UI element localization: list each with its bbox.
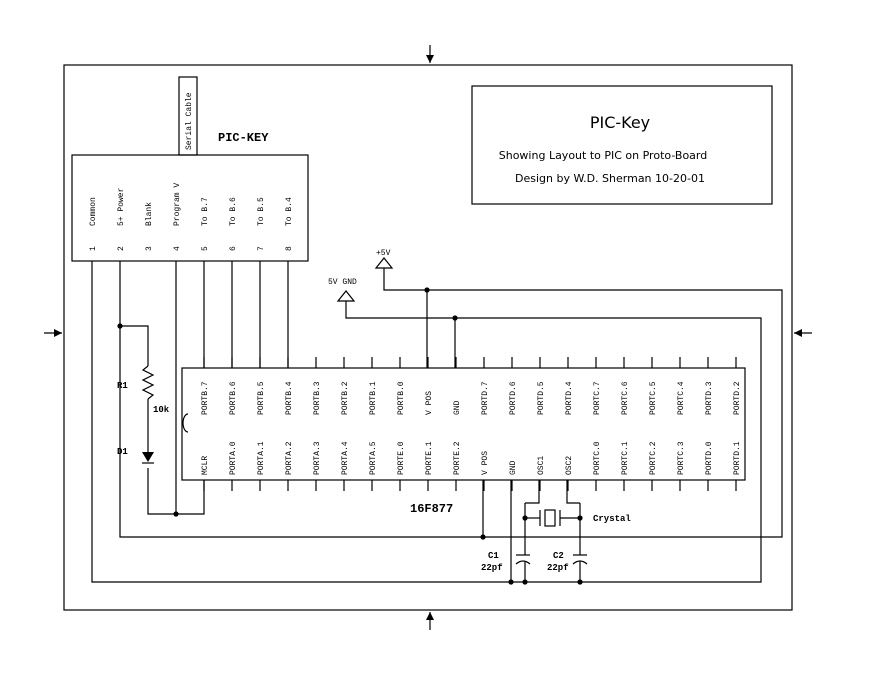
chip-bottom-pin-label: OSC2: [565, 456, 574, 475]
chip-top-pin-label: PORTB.3: [313, 381, 322, 415]
chip-top-pin-label: PORTC.7: [593, 381, 602, 415]
r1-label: R1: [117, 381, 128, 391]
r1-value: 10k: [153, 405, 170, 415]
chip-bottom-pin-label: PORTA.3: [313, 441, 322, 475]
chip-top-pin-label: PORTD.3: [705, 381, 714, 415]
chip-bottom-pin-label: PORTC.3: [677, 441, 686, 475]
arrow-top-icon: [426, 45, 434, 63]
chip-notch: [182, 413, 189, 433]
key-pin-name: 5+ Power: [117, 187, 126, 226]
arrow-bottom-icon: [426, 612, 434, 630]
chip-bottom-pin-label: GND: [509, 460, 518, 475]
gnd-supply-label: 5V GND: [328, 278, 357, 287]
chip-bottom-pin-label: PORTC.2: [649, 441, 658, 475]
chip-top-pin-label: PORTD.6: [509, 381, 518, 415]
chip-16f877: PORTB.7 PORTB.6 PORTB.5 PORTB.4 PORTB.3 PORTB…: [181, 357, 746, 516]
pic-key-connector: Serial Cable PIC-KEY Common 1 5+ Power 2 Bla…: [71, 76, 309, 262]
title-text: PIC-Key: [590, 113, 650, 132]
pos-supply: +5V: [374, 249, 394, 269]
border-frame: [63, 64, 793, 611]
key-pin-number: 7: [257, 246, 266, 251]
chip-bottom-pin-label: PORTD.0: [705, 441, 714, 475]
chip-top-pin-label: PORTD.7: [481, 381, 490, 415]
chip-bottom-pin-label: MCLR: [201, 456, 210, 475]
chip-bottom-pin-label: PORTA.4: [341, 441, 350, 475]
key-pin-number: 5: [201, 246, 210, 251]
chip-top-pin-label: PORTB.0: [397, 381, 406, 415]
title-credit: Design by W.D. Sherman 10-20-01: [515, 172, 705, 185]
chip-bottom-pin-label: PORTE.0: [397, 441, 406, 475]
c1-label: C1: [488, 551, 499, 561]
c2-label: C2: [553, 551, 564, 561]
chip-top-pin-label: PORTD.5: [537, 381, 546, 415]
chip-top-pin-label: PORTC.4: [677, 381, 686, 415]
junction-dots: [117, 287, 583, 585]
key-pin-name: To B.5: [257, 197, 266, 226]
chip-top-pin-label: PORTD.4: [565, 381, 574, 415]
chip-bottom-pin-label: PORTA.1: [257, 441, 266, 475]
chip-top-pin-label: PORTC.5: [649, 381, 658, 415]
chip-top-pin-label: PORTB.6: [229, 381, 238, 415]
chip-bottom-pin-label: PORTC.0: [593, 441, 602, 475]
chip-bottom-pin-label: V POS: [481, 451, 490, 475]
chip-top-pin-label: PORTB.7: [201, 381, 210, 415]
key-pin-name: To B.4: [285, 197, 294, 226]
arrow-left-icon: [44, 329, 62, 337]
chip-bottom-pin-label: PORTD.1: [733, 441, 742, 475]
key-pin-number: 1: [89, 246, 98, 251]
key-pin-number: 8: [285, 246, 294, 251]
key-pin-name: To B.6: [229, 197, 238, 226]
key-pin-number: 6: [229, 246, 238, 251]
key-pin-name: To B.7: [201, 197, 210, 226]
key-pin-number: 2: [117, 246, 126, 251]
chip-top-pin-label: PORTB.4: [285, 381, 294, 415]
key-pin-number: 4: [173, 246, 182, 251]
chip-top-pin-label: PORTD.2: [733, 381, 742, 415]
arrow-right-icon: [794, 329, 812, 337]
chip-bottom-pin-label: OSC1: [537, 456, 546, 475]
resistor-r1: [141, 365, 155, 400]
chip-top-pin-label: PORTB.2: [341, 381, 350, 415]
key-header-box: [71, 154, 309, 262]
crystal-label: Crystal: [593, 514, 631, 524]
chip-top-pin-label: V POS: [425, 391, 434, 415]
chip-bottom-pin-label: PORTA.0: [229, 441, 238, 475]
key-pin-name: Common: [89, 197, 98, 226]
chip-top-pin-label: PORTC.6: [621, 381, 630, 415]
chip-top-pin-label: PORTB.5: [257, 381, 266, 415]
key-pin-number: 3: [145, 246, 154, 251]
key-pin-name: Program V: [173, 183, 182, 226]
title-block: PIC-Key Showing Layout to PIC on Proto-B…: [471, 85, 773, 205]
capacitor-c1: [515, 560, 531, 565]
chip-top-pin-label: PORTB.1: [369, 381, 378, 415]
wiring: [91, 261, 783, 583]
c2-value: 22pf: [547, 563, 569, 573]
chip-bottom-pin-label: PORTE.1: [425, 441, 434, 475]
diode-d1: [142, 452, 154, 462]
chip-body: [181, 367, 746, 481]
key-pin-name: Blank: [145, 202, 154, 226]
crystal-body: [544, 509, 556, 527]
pic-key-label: PIC-KEY: [218, 131, 269, 145]
c1-value: 22pf: [481, 563, 503, 573]
pos-supply-label: +5V: [376, 249, 391, 258]
title-subtitle: Showing Layout to PIC on Proto-Board: [499, 149, 707, 162]
chip-bottom-pin-label: PORTA.2: [285, 441, 294, 475]
serial-cable-label: Serial Cable: [185, 92, 194, 150]
chip-part-label: 16F877: [410, 502, 453, 516]
chip-bottom-pin-label: PORTC.1: [621, 441, 630, 475]
chip-bottom-pin-label: PORTE.2: [453, 441, 462, 475]
gnd-supply: 5V GND: [328, 278, 357, 302]
chip-bottom-pin-label: PORTA.5: [369, 441, 378, 475]
d1-label: D1: [117, 447, 128, 457]
chip-top-pin-label: GND: [453, 400, 462, 415]
